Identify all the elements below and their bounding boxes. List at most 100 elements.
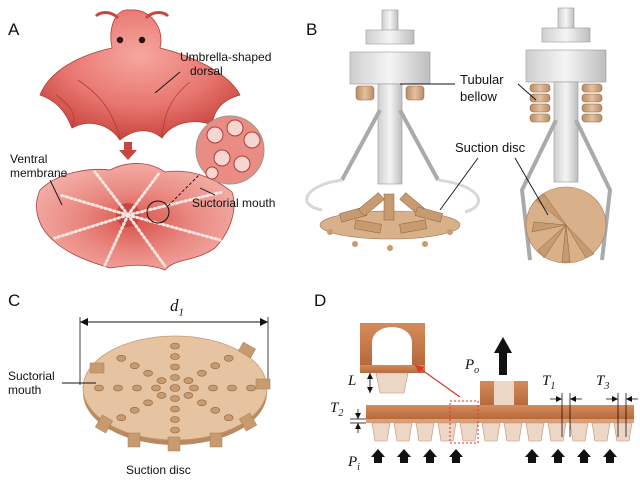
panel-b: B Tubular bellow Suction disc <box>300 0 640 280</box>
pressure-arrow <box>551 449 565 463</box>
sucker-cup <box>151 384 161 392</box>
sucker-cup-section <box>415 422 435 442</box>
umbrella-label-line1: Umbrella-shaped <box>180 50 272 64</box>
sucker-cup <box>183 377 194 384</box>
pi-label: Pi <box>348 455 360 475</box>
pi-subscript: i <box>357 462 360 473</box>
panel-c: C d1 Suctorial mouth Suction disc <box>0 285 300 485</box>
po-symbol: P <box>465 357 475 373</box>
suction-disc-label: Suction disc <box>455 140 526 155</box>
sucker-cup <box>246 384 256 392</box>
sucker-cup <box>132 384 142 392</box>
sucker-cup <box>223 414 234 421</box>
tubular-label-line1: Tubular <box>460 72 504 87</box>
sucker-cup <box>143 369 153 377</box>
sucker-cup <box>170 353 180 360</box>
sucker-cup-section <box>371 422 391 442</box>
down-arrow <box>119 142 137 160</box>
sucker-detail-inset <box>360 323 425 394</box>
sucker-cup <box>227 384 237 392</box>
dorsal-octopus <box>39 9 241 141</box>
sucker-cup <box>170 342 180 350</box>
sucker-cup <box>169 384 181 392</box>
sucker-cup <box>156 377 167 384</box>
sucker-cup-section <box>503 422 523 442</box>
sucker-cup <box>170 395 180 402</box>
diameter-symbol: d <box>170 296 179 315</box>
pressure-arrow <box>603 449 617 463</box>
suctorial-mouth-label: Suctorial mouth <box>192 196 276 210</box>
sucker-cup-section <box>591 422 611 442</box>
t1-subscript: 1 <box>550 381 556 392</box>
t2-label: T2 <box>330 401 343 421</box>
panel-a-letter: A <box>8 20 20 39</box>
ventral-octopus <box>36 163 235 271</box>
suction-disc-label-c: Suction disc <box>126 463 191 477</box>
sucker-cup <box>94 384 104 392</box>
sucker-cup <box>156 392 167 399</box>
umbrella-label-line2: dorsal <box>190 64 223 78</box>
sucker-cup <box>210 362 221 369</box>
sucker-cup <box>189 384 199 392</box>
t1-label: T1 <box>542 374 555 394</box>
pressure-arrows <box>371 449 617 463</box>
panel-a: A Umbrella-shaped dorsal Ventral membran… <box>0 0 300 280</box>
diameter-subscript: 1 <box>178 306 185 319</box>
pressure-arrow <box>423 449 437 463</box>
suction-disc-illustration <box>62 317 271 452</box>
sucker-cup-section <box>393 422 413 442</box>
pressure-arrow <box>449 449 463 463</box>
t2-symbol: T <box>330 400 339 416</box>
disc-cross-section <box>366 381 634 444</box>
sucker-cup <box>113 384 123 392</box>
po-label: Po <box>465 358 479 378</box>
ventral-label-line1: Ventral <box>10 152 48 166</box>
sucker-cup-section <box>547 422 567 442</box>
octopus-illustration <box>36 9 265 271</box>
panel-d-letter: D <box>314 291 327 310</box>
suctorial-label-line2: mouth <box>8 383 42 397</box>
pressure-arrow <box>397 449 411 463</box>
suctorial-label-line1: Suctorial <box>8 369 55 383</box>
sucker-cup <box>170 374 180 381</box>
sucker-cup-section <box>525 422 545 442</box>
sucker-cup-section <box>459 422 479 442</box>
sucker-cup <box>197 369 207 377</box>
panel-c-letter: C <box>8 291 21 310</box>
t3-label: T3 <box>596 374 609 394</box>
t3-symbol: T <box>596 373 605 389</box>
panel-b-letter: B <box>306 20 318 39</box>
sucker-cup <box>170 426 180 434</box>
sucker-cup-section <box>569 422 589 442</box>
gripper-closed <box>519 7 613 264</box>
suctorial-mouth-inset <box>195 115 265 185</box>
sucker-cup <box>129 407 140 414</box>
pressure-arrow <box>525 449 539 463</box>
t1-symbol: T <box>542 373 551 389</box>
sucker-cup <box>170 363 180 371</box>
t2-subscript: 2 <box>338 408 344 419</box>
sucker-cup <box>223 355 234 362</box>
gripper-illustration <box>305 7 613 264</box>
sucker-cup <box>183 392 194 399</box>
po-subscript: o <box>474 365 480 376</box>
sucker-cup <box>129 362 140 369</box>
tubular-label-line2: bellow <box>460 89 497 104</box>
cross-section-diagram <box>350 323 638 463</box>
sucker-cup <box>143 399 153 407</box>
sucker-cup <box>208 384 218 392</box>
sucker-row <box>371 422 633 442</box>
sucker-cup-section <box>437 422 457 442</box>
sucker-cup <box>116 414 127 421</box>
sucker-cup-section <box>613 422 633 442</box>
pressure-arrow <box>577 449 591 463</box>
gripper-open <box>305 9 480 251</box>
sucker-cup <box>197 399 207 407</box>
t3-subscript: 3 <box>604 381 610 392</box>
sucker-cup <box>170 405 180 413</box>
panel-d: D L Po T1 T3 T2 Pi <box>300 285 640 485</box>
sucker-cup <box>116 355 127 362</box>
pressure-arrow <box>371 449 385 463</box>
pi-symbol: P <box>348 454 358 470</box>
suction-disc <box>82 335 271 452</box>
